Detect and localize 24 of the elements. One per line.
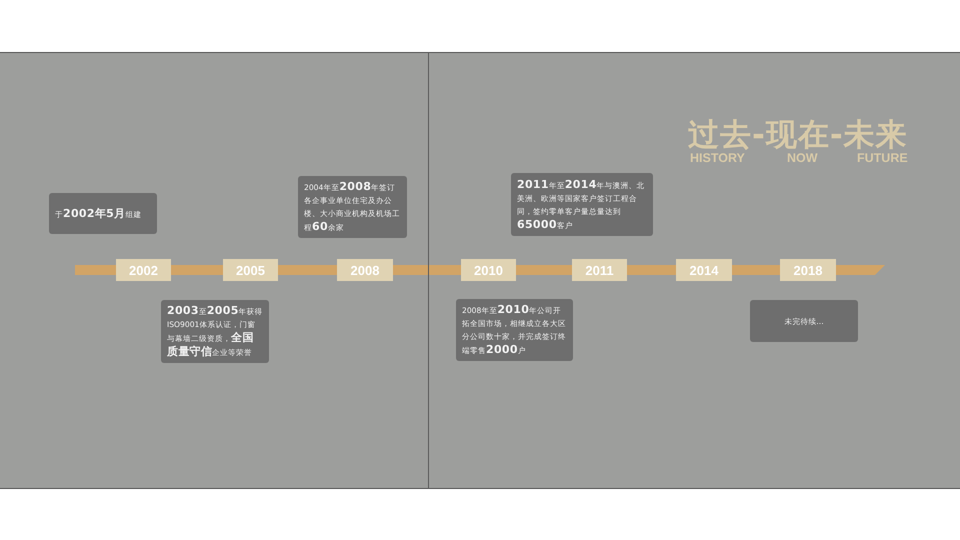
event-card bbox=[511, 173, 653, 236]
year-label: 2011 bbox=[585, 262, 614, 278]
year-box bbox=[116, 259, 171, 281]
year-box bbox=[223, 259, 278, 281]
year-label: 2008 bbox=[350, 262, 380, 278]
subtitle-word: HISTORY bbox=[690, 152, 745, 165]
event-card bbox=[750, 300, 858, 342]
year-label: 2002 bbox=[129, 262, 158, 278]
year-box bbox=[461, 259, 516, 281]
year-label: 2018 bbox=[794, 262, 822, 278]
subtitle-word: FUTURE bbox=[857, 152, 908, 165]
year-box bbox=[337, 259, 393, 281]
year-box bbox=[780, 259, 836, 281]
event-card bbox=[456, 299, 573, 361]
year-box bbox=[572, 259, 627, 281]
title: 过去-现在-未来 bbox=[688, 118, 908, 152]
event-card bbox=[49, 193, 157, 234]
event-card bbox=[298, 176, 407, 238]
year-label: 2005 bbox=[236, 262, 265, 278]
year-box bbox=[676, 259, 732, 281]
event-card bbox=[161, 300, 269, 363]
year-label: 2010 bbox=[474, 262, 503, 278]
subtitle-word: NOW bbox=[787, 152, 818, 165]
year-label: 2014 bbox=[690, 262, 718, 278]
